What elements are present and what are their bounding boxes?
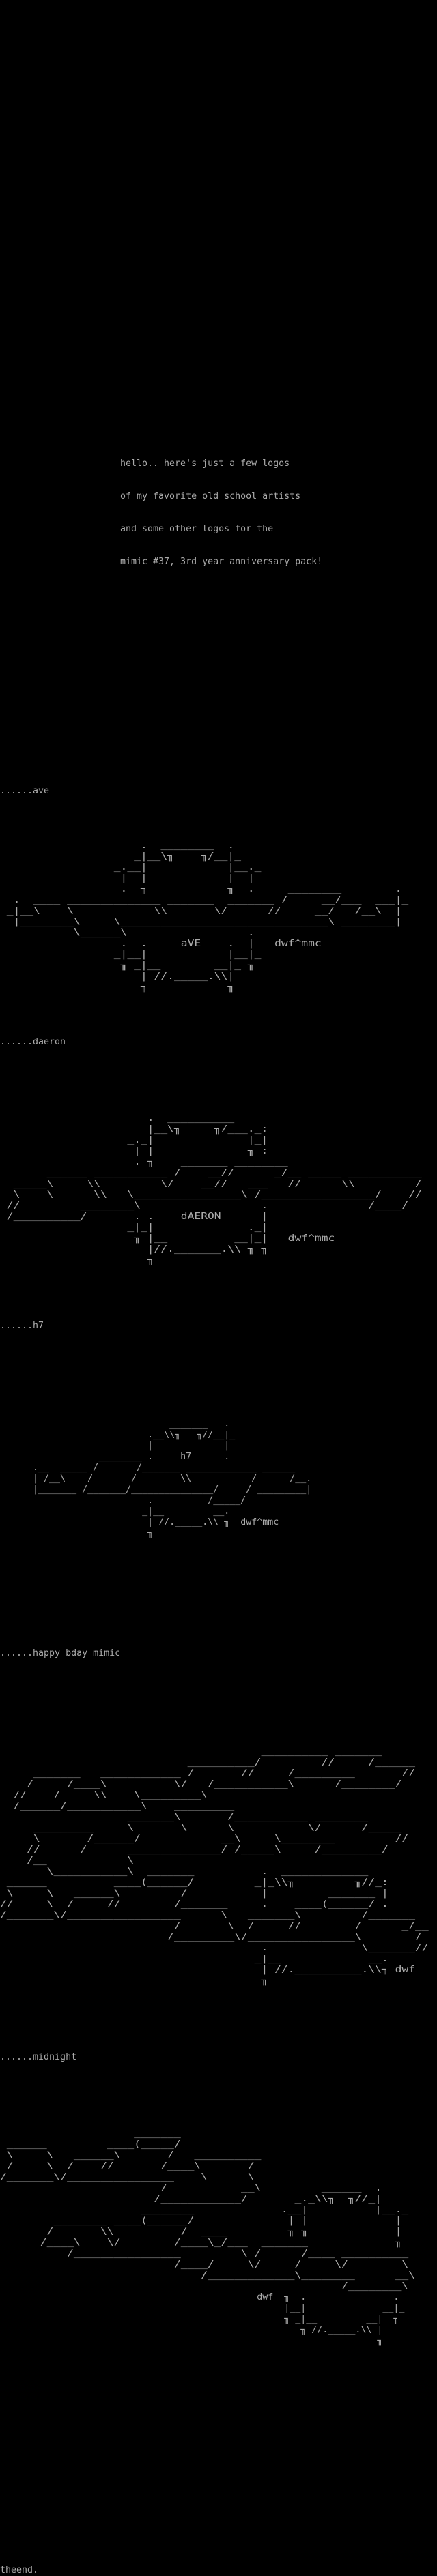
art-line: // \ / // /_______ . ____(______/ . xyxy=(0,1899,389,1909)
art-line: _|__ __. xyxy=(0,1506,230,1517)
art-line: ______ ____(______/ _|_\\╖ ╖//_: xyxy=(0,1877,389,1888)
art-line: | /__\ / / \\ / /__. xyxy=(0,1474,312,1484)
art-line: ______ ____(_____/ xyxy=(0,2139,181,2150)
art-line: / \\ / ____ ╖ ╖ | xyxy=(0,2227,402,2237)
art-line: _|_| ._| xyxy=(0,1223,268,1233)
art-line: ______ ___________ / __// _/__ _____ ___… xyxy=(0,1168,422,1178)
art-line: // ________\ . /____/ xyxy=(0,1201,409,1211)
art-line: _______ . xyxy=(0,1419,230,1429)
art-line: / __\ ______ . xyxy=(0,2183,382,2193)
art-line: /_____________\________ __\ xyxy=(0,2270,416,2281)
section-label-midnight: ......midnight xyxy=(0,2052,77,2062)
art-line: _._| |_| xyxy=(0,1135,268,1145)
art-line: . ____ ______________ _______ _______ / … xyxy=(0,895,409,905)
art-line: /______/___________\ _________ xyxy=(0,1801,235,1811)
section-label-h7: ......h7 xyxy=(0,1321,44,1331)
art-line: |__\╖ ╖/___._: xyxy=(0,1124,268,1135)
art-line: _.__| |__._ xyxy=(0,862,262,873)
art-line: /_______\/_________________ \ _______\ /… xyxy=(0,1910,416,1920)
art-line: /________________ \ / /____ __________ xyxy=(0,2249,409,2259)
art-line: \___________\ _______ . _____________ xyxy=(0,1867,369,1877)
happy-bday-logo-art: __________ _______ __________/ // /_____… xyxy=(0,1746,429,1987)
art-line: _|__\ \ \\ \/ // __/ /__\ | xyxy=(0,906,402,916)
section-label-ave: ......ave xyxy=(0,786,50,796)
art-line: |__| __|_ xyxy=(0,2303,405,2313)
art-line: _______ ____________ / // /_________ // xyxy=(0,1768,416,1779)
art-line: \ \ ______\ / __________ xyxy=(0,2150,262,2161)
ave-logo-art: . ________ . _|__\╖ ╖/__|_ _.__| |__._ |… xyxy=(0,840,408,993)
art-line: ╖ xyxy=(0,1976,268,1986)
intro-line: and some other logos for the xyxy=(120,524,274,534)
art-line: /____________/ _._\\╖ ╖//_| xyxy=(0,2194,382,2204)
art-line: /__ \ xyxy=(0,1856,135,1866)
art-line: _|__ __. xyxy=(0,1954,389,1964)
art-line: ╖ xyxy=(0,2336,383,2346)
midnight-logo-art: _______ ______ ____(_____/ \ \ ______\ /… xyxy=(0,2128,415,2292)
art-line: \ /______/ __\ \________ // xyxy=(0,1834,409,1844)
art-line: ╖ xyxy=(0,1528,154,1538)
art-line: | | | | xyxy=(0,873,255,883)
art-line: | | xyxy=(0,1441,230,1451)
art-line: ╖ //._____.\\ | xyxy=(0,2325,383,2335)
art-line: // / ______________/ /_____\ /_________/ xyxy=(0,1845,389,1855)
art-line: /____\ \/ /____\_/___ _______ ╖ xyxy=(0,2238,402,2248)
art-line: . ________ . xyxy=(0,840,235,851)
art-line: ________ ____(______/ | | | xyxy=(0,2216,402,2226)
art-line: \ \ \\ \________________\ /_____________… xyxy=(0,1190,422,1200)
art-line: ________ . h7 . xyxy=(0,1452,230,1462)
art-line: _______ xyxy=(0,2128,181,2139)
art-line: / /____\ \/ /___________\ /________/ xyxy=(0,1779,402,1789)
intro-line: of my favorite old school artists xyxy=(120,491,301,501)
art-line: /_______\/________________ \ \ xyxy=(0,2172,255,2182)
art-line: |_______ /_______/_______________/ / ___… xyxy=(0,1484,312,1495)
art-line: | | ╖ : xyxy=(0,1146,268,1156)
intro-line: mimic #37, 3rd year anniversary pack! xyxy=(120,557,323,567)
art-line: ________ .__| |__._ xyxy=(0,2205,409,2215)
art-line: _____\ \\ \/ __// ___ // \\ / xyxy=(0,1179,422,1189)
art-line: ╖ |__ __|_| dwf^mmc xyxy=(0,1233,335,1244)
art-line: \______\ . xyxy=(0,928,255,938)
art-line: . . aVE . | dwf^mmc xyxy=(0,939,322,949)
art-line: . ╖ _______ ________ xyxy=(0,1157,288,1167)
midnight-logo-signature-art: dwf ╖ . . |__| __|_ ╖ _|__ __| ╖ xyxy=(0,2292,404,2347)
art-line: _________ \ \ \ \/ /_____ xyxy=(0,1823,402,1833)
art-line: // / \\ \_________\ xyxy=(0,1790,208,1800)
art-line: |________\ \____________________________… xyxy=(0,917,402,927)
art-line: dwf ╖ . . xyxy=(0,2292,399,2302)
intro-line: hello.. here's just a few logos xyxy=(120,458,290,469)
section-label-daeron: ......daeron xyxy=(0,1037,66,1047)
outro-text: theend. xyxy=(0,2565,39,2575)
art-line: / \ / // /____\ / xyxy=(0,2161,255,2171)
daeron-logo-art: . __________ |__\╖ ╖/___._: _._| |_| | |… xyxy=(0,1113,422,1266)
art-line: /__________/ . . dAERON | xyxy=(0,1212,268,1222)
art-line: \ \ ______\ / | _______ | xyxy=(0,1888,389,1899)
art-line: ╖ ╖ xyxy=(0,982,235,993)
art-line: . ╖ ╖ . ________ . xyxy=(0,884,402,894)
art-line: __________/ // /______ xyxy=(0,1757,416,1768)
art-line: ╖ xyxy=(0,1255,154,1265)
art-line: _|__\╖ ╖/__|_ xyxy=(0,851,242,862)
intro-text: hello.. here's just a few logos of my fa… xyxy=(120,437,322,579)
art-line: ╖ _|__ __|_ ╖ xyxy=(0,961,255,971)
art-line: /________\ xyxy=(0,2281,409,2292)
art-line: | //._____.\\| xyxy=(0,971,235,982)
art-line: .__ _____ / /_______ _____________ _____… xyxy=(0,1463,296,1473)
art-line: | //._____.\\ ╖ dwf^mmc xyxy=(0,1517,279,1527)
art-line: ╖ _|__ __| ╖ xyxy=(0,2314,399,2324)
art-line: |//._______.\\ ╖ ╖ xyxy=(0,1244,268,1255)
art-line: . __________ xyxy=(0,1113,235,1124)
section-label-happy-bday: ......happy bday mimic xyxy=(0,1648,121,1658)
art-line: /_________\/________________\ / xyxy=(0,1932,422,1942)
art-line: | //.__________.\\╖ dwf xyxy=(0,1965,416,1975)
art-line: . \_______// xyxy=(0,1943,429,1953)
art-line: _______\ /___________ ________ xyxy=(0,1812,369,1822)
h7-logo-art: _______ . .__\\╖ ╖//__|_ | | ________ . … xyxy=(0,1419,311,1539)
art-line: . /_____/ xyxy=(0,1495,246,1506)
art-line: /____/ \/ / \/ \ xyxy=(0,2259,409,2270)
art-line: _|__| |__|_ xyxy=(0,950,262,960)
art-line: __________ _______ xyxy=(0,1746,382,1757)
art-line: .__\\╖ ╖//__|_ xyxy=(0,1430,236,1440)
art-line: / \ / // / _/__ xyxy=(0,1921,429,1931)
